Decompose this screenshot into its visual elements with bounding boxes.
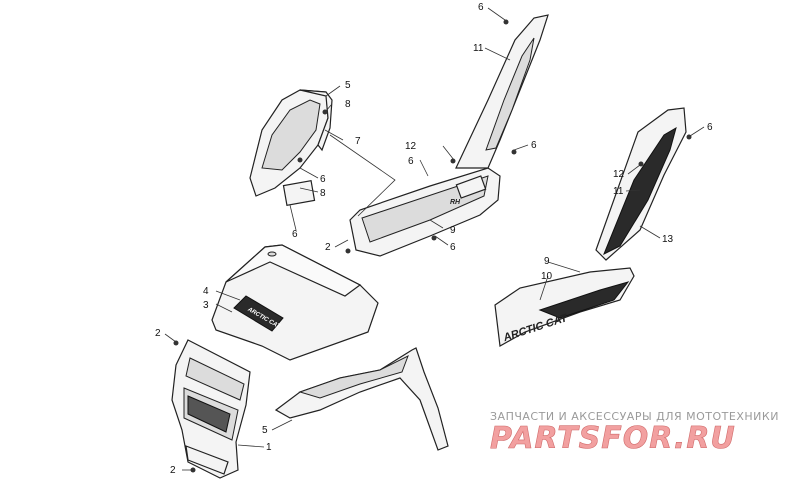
callout-6: 6 (320, 174, 326, 185)
watermark-tagline: ЗАПЧАСТИ И АКСЕССУАРЫ ДЛЯ МОТОТЕХНИКИ (490, 410, 779, 423)
callout-2: 2 (170, 465, 176, 476)
callout-9: 9 (544, 256, 550, 267)
callout-7: 7 (355, 136, 361, 147)
watermark-logo: PARTSFOR.RU (490, 421, 736, 456)
callout-2: 2 (155, 328, 161, 339)
screw-icon (297, 157, 303, 163)
screw-icon (450, 158, 456, 164)
inner-side-panel-part: RH (349, 14, 549, 257)
screw-icon (638, 161, 644, 167)
callout-12: 12 (613, 169, 625, 180)
side-tag-label: RH (450, 199, 461, 206)
callout-6: 6 (531, 140, 537, 151)
callout-6: 6 (478, 2, 484, 13)
callout-numbers: 1 2 2 2 3 4 5 5 6 6 6 6 6 6 6 7 8 8 9 9 … (155, 2, 713, 476)
callout-6: 6 (408, 156, 414, 167)
fasteners (173, 19, 692, 473)
light-housing-part (249, 89, 333, 206)
callout-8: 8 (320, 188, 326, 199)
callout-11: 11 (613, 186, 624, 197)
screw-icon (345, 248, 351, 254)
callout-12: 12 (405, 141, 417, 152)
screw-icon (511, 149, 517, 155)
callout-5: 5 (345, 80, 351, 91)
watermark: ЗАПЧАСТИ И АКСЕССУАРЫ ДЛЯ МОТОТЕХНИКИ PA… (490, 410, 779, 456)
outer-side-panel-part: ARCTIC CAT (494, 107, 687, 347)
callout-4: 4 (203, 286, 209, 297)
callout-5: 5 (262, 425, 268, 436)
screw-icon (173, 340, 179, 346)
screw-icon (686, 134, 692, 140)
callout-10: 10 (541, 271, 553, 282)
screw-icon (431, 235, 437, 241)
screw-icon (190, 467, 196, 473)
callout-1: 1 (266, 442, 272, 453)
front-grille-part (171, 339, 251, 479)
hood-panel-part: ARCTIC CAT (211, 244, 379, 361)
callout-3: 3 (203, 300, 209, 311)
callout-11: 11 (473, 43, 484, 54)
screw-icon (322, 109, 328, 115)
callout-6: 6 (450, 242, 456, 253)
callout-13: 13 (662, 234, 674, 245)
callout-9: 9 (450, 225, 456, 236)
front-fender-part (274, 347, 449, 451)
callout-2: 2 (325, 242, 331, 253)
screw-icon (503, 19, 509, 25)
callout-6: 6 (707, 122, 713, 133)
callout-6: 6 (292, 229, 298, 240)
callout-8: 8 (345, 99, 351, 110)
